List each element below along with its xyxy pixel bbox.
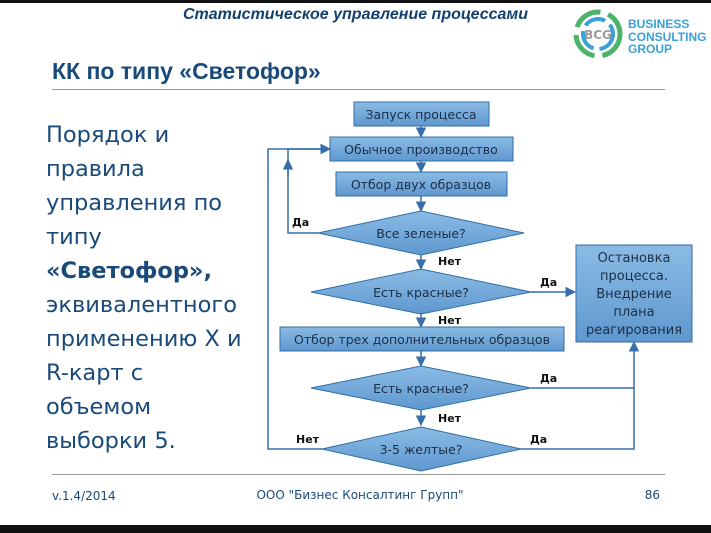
bottom-border: [0, 525, 711, 533]
node-normal-production-label: Обычное производство: [344, 142, 498, 157]
bcg-logo-icon: BCG: [573, 9, 623, 59]
body-text: Порядок и правила управления по типу «Св…: [46, 118, 246, 458]
label-yes-red-2: Да: [540, 372, 557, 385]
node-stop-line-1: Остановка: [598, 251, 671, 266]
label-no-red-2: Нет: [438, 412, 462, 425]
node-start: Запуск процесса: [353, 101, 490, 127]
label-no-red-1: Нет: [438, 314, 462, 327]
decision-any-red-1: Есть красные?: [310, 268, 532, 315]
decision-any-red-1-label: Есть красные?: [373, 285, 469, 300]
node-start-label: Запуск процесса: [366, 107, 477, 122]
node-stop-line-4: плана: [613, 305, 654, 320]
decision-any-red-2: Есть красные?: [310, 365, 532, 411]
node-stop-line-2: процесса.: [600, 269, 668, 284]
label-yes-green: Да: [292, 216, 309, 229]
label-yes-yellow: Да: [530, 433, 547, 446]
body-text-part-3: эквивалентного применению X и R-карт с о…: [46, 292, 242, 454]
decision-yellow-label: 3-5 желтые?: [380, 442, 463, 457]
footer-divider: [52, 474, 665, 475]
decision-all-green-label: Все зеленые?: [376, 226, 466, 241]
decision-any-red-2-label: Есть красные?: [373, 381, 469, 396]
node-sample-two-label: Отбор двух образцов: [351, 177, 491, 192]
node-sample-two: Отбор двух образцов: [335, 171, 508, 197]
logo-text: BUSINESS CONSULTING GROUP: [628, 18, 706, 56]
footer-page-number: 86: [644, 488, 660, 502]
footer-company: ООО "Бизнес Консалтинг Групп": [256, 488, 464, 502]
label-yes-red-1: Да: [540, 276, 557, 289]
body-text-part-2: «Светофор»,: [46, 258, 213, 284]
node-stop-line-3: Внедрение: [596, 287, 672, 302]
title-divider: [52, 89, 665, 90]
header-title: Статистическое управление процессами: [183, 6, 528, 23]
decision-yellow: 3-5 желтые?: [321, 426, 522, 472]
logo-line-1: BUSINESS: [628, 17, 690, 31]
label-no-green: Нет: [438, 255, 462, 268]
node-stop-process: Остановка процесса. Внедрение плана реаг…: [575, 244, 693, 343]
logo-mark-text: BCG: [584, 28, 612, 42]
decision-all-green: Все зеленые?: [317, 210, 525, 256]
node-normal-production: Обычное производство: [329, 136, 514, 162]
logo-line-2: CONSULTING: [628, 29, 707, 44]
logo-line-3: GROUP: [628, 42, 673, 56]
footer-version: v.1.4/2014: [52, 489, 116, 503]
node-sample-three: Отбор трех дополнительных образцов: [279, 326, 565, 352]
slide-title: КК по типу «Светофор»: [52, 58, 321, 84]
node-stop-line-5: реагирования: [586, 323, 682, 338]
top-border: [0, 0, 711, 3]
body-text-part-1: Порядок и правила управления по типу: [46, 122, 223, 250]
label-no-yellow: Нет: [296, 433, 320, 446]
node-sample-three-label: Отбор трех дополнительных образцов: [294, 332, 550, 347]
